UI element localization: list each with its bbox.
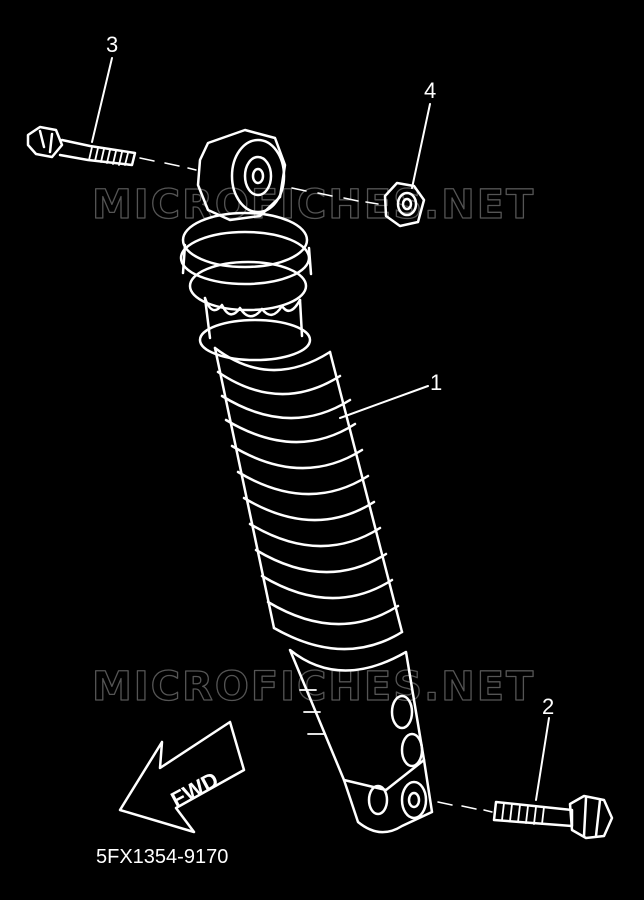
leader-line-1 xyxy=(339,385,429,419)
callout-2: 2 xyxy=(542,694,554,719)
watermark-upper: MICROFICHES.NET xyxy=(92,182,535,228)
forward-direction-arrow: FWD xyxy=(118,720,246,834)
bolt-upper xyxy=(26,125,197,171)
leader-line-4 xyxy=(411,103,431,189)
callout-4: 4 xyxy=(424,78,436,103)
leader-line-2 xyxy=(535,717,550,801)
callout-1: 1 xyxy=(430,370,442,395)
shock-absorber xyxy=(179,128,434,834)
watermark-lower: MICROFICHES.NET xyxy=(92,664,535,710)
spring-coils xyxy=(213,346,404,651)
bolt-lower xyxy=(437,794,614,840)
drawing-code: 5FX1354-9170 xyxy=(96,846,229,868)
callout-3: 3 xyxy=(106,32,118,57)
fwd-label: FWD xyxy=(167,767,223,813)
nut xyxy=(291,181,426,228)
leader-line-3 xyxy=(91,57,113,143)
